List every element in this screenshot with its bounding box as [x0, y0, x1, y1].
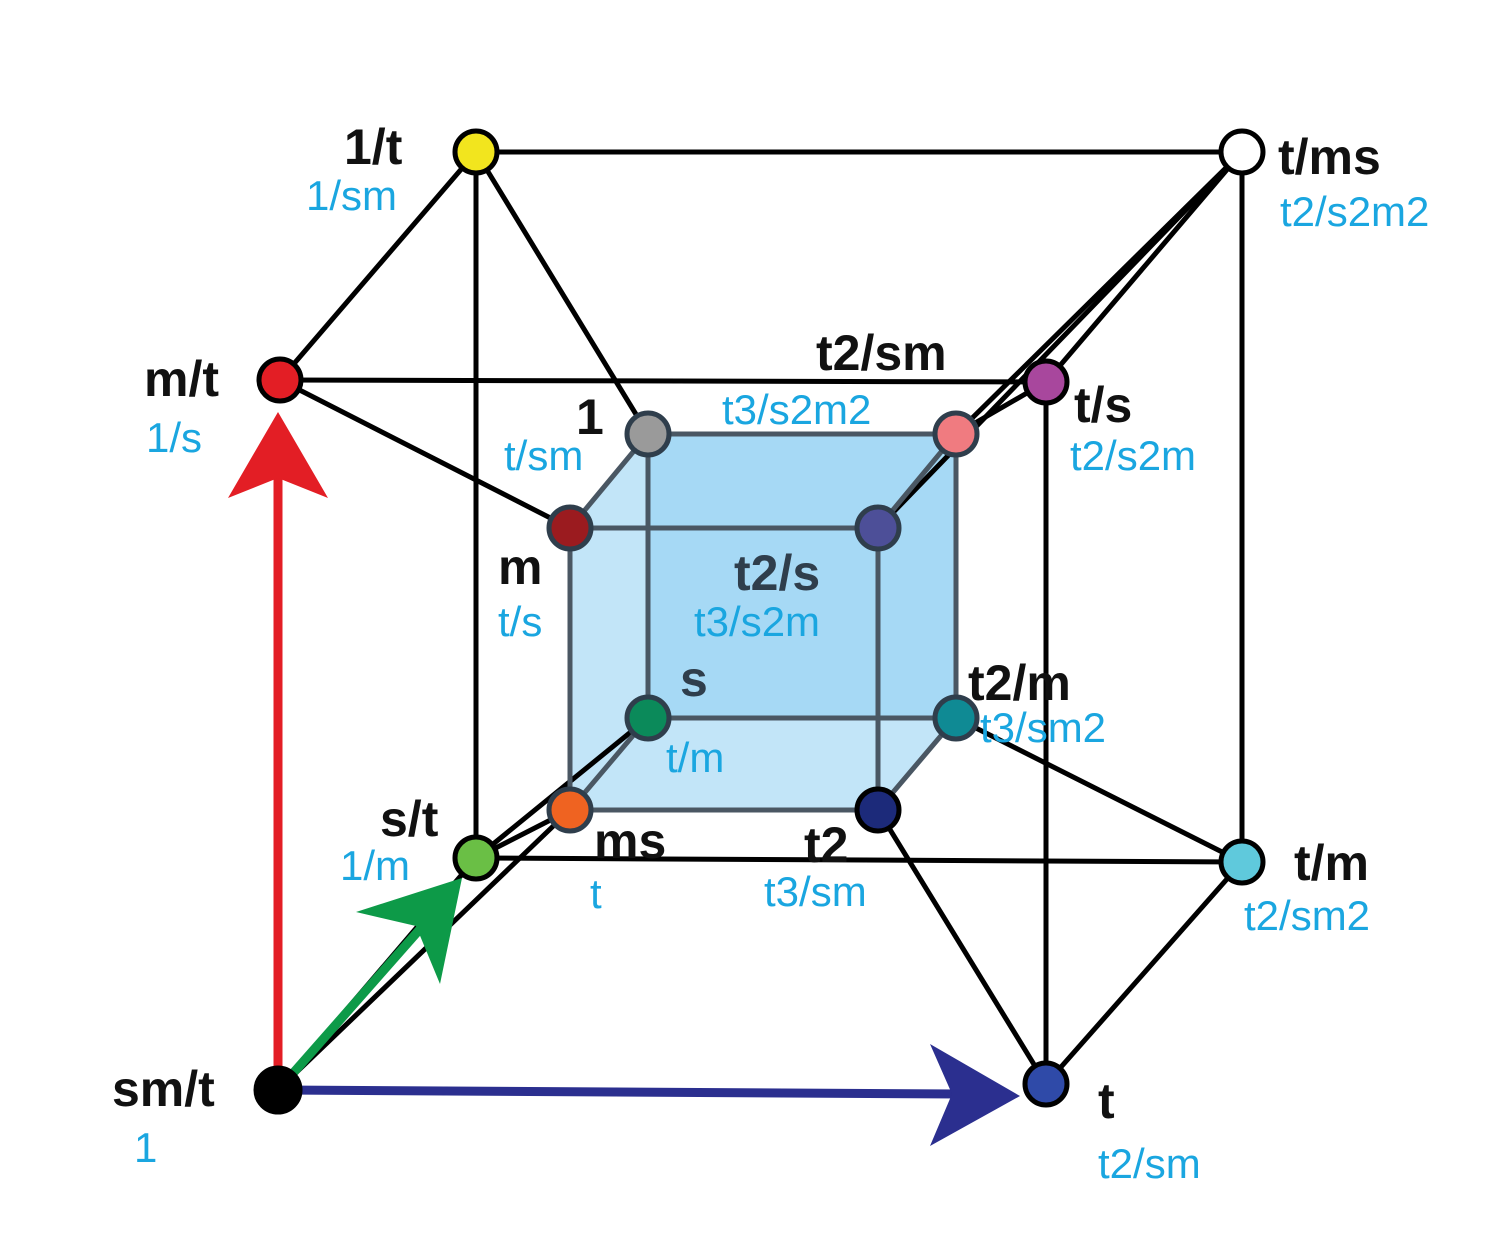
- inner-cube-top-face: [570, 434, 956, 528]
- edge-outer-back-bottom: [475, 855, 1243, 865]
- sublabel-outer-yz: 1/sm: [306, 172, 397, 219]
- label-inner-y: m: [498, 539, 542, 595]
- sublabel-outer-z: 1/m: [340, 842, 410, 889]
- label-inner-origin: ms: [594, 813, 666, 869]
- label-outer-xz: t/m: [1294, 835, 1369, 891]
- edge-conn-xyz-b: [876, 150, 1244, 530]
- edge-outer-front-top: [279, 377, 1047, 385]
- sublabel-inner-xyz: t3/s2m2: [722, 386, 871, 433]
- label-inner-yz: 1: [576, 389, 604, 445]
- vertices: [253, 128, 1266, 1115]
- sublabel-origin: 1: [134, 1124, 157, 1171]
- connector-edges: [276, 150, 1244, 1092]
- y-axis-arrowhead: [228, 412, 328, 498]
- edge-conn-xz: [954, 715, 1244, 865]
- label-inner-x: t2: [804, 817, 848, 873]
- label-outer-y: m/t: [144, 351, 219, 407]
- label-outer-z: s/t: [380, 791, 439, 847]
- edge-outer-diag-br: [1044, 860, 1244, 1086]
- sublabel-outer-y: 1/s: [146, 414, 202, 461]
- edge-conn-y: [278, 377, 572, 531]
- vertex-outer-x: [1022, 1060, 1070, 1108]
- vertex-inner-origin: [546, 786, 594, 834]
- vertex-inner-z: [624, 694, 672, 742]
- sublabel-inner-y: t/s: [498, 598, 542, 645]
- vertex-outer-xyz: [1218, 128, 1266, 176]
- label-origin: sm/t: [112, 1061, 215, 1117]
- edge-conn-origin: [276, 808, 572, 1092]
- axis-arrows: [228, 412, 1020, 1146]
- vertex-outer-y: [256, 356, 304, 404]
- vertex-inner-y: [546, 504, 594, 552]
- vertex-outer-yz: [452, 128, 500, 176]
- label-inner-xz: t2/m: [968, 655, 1071, 711]
- x-axis-arrow-shaft: [281, 1085, 961, 1099]
- sublabel-inner-xy: t3/s2m: [694, 598, 820, 645]
- sublabel-outer-xyz: t2/s2m2: [1280, 188, 1429, 235]
- sublabel-inner-yz: t/sm: [504, 432, 583, 479]
- sublabel-outer-x: t2/sm: [1098, 1140, 1201, 1187]
- edge-conn-x: [875, 808, 1049, 1086]
- x-axis-arrowhead: [930, 1044, 1020, 1146]
- vertex-inner-xz: [932, 694, 980, 742]
- vertex-labels: sm/t 1 t t2/sm m/t 1/s s/t 1/m 1/t 1/sm …: [112, 119, 1429, 1187]
- label-outer-xy: t/s: [1074, 377, 1132, 433]
- label-inner-z: s: [680, 651, 708, 707]
- sublabel-inner-xz: t3/sm2: [980, 704, 1106, 751]
- z-axis-arrow-shaft: [276, 917, 432, 1091]
- vertex-origin: [253, 1065, 303, 1115]
- sublabel-inner-z: t/m: [666, 734, 724, 781]
- label-outer-xyz: t/ms: [1278, 129, 1381, 185]
- edge-outer-diag-tr: [1044, 150, 1244, 384]
- vertex-outer-z: [452, 834, 500, 882]
- vertex-inner-yz: [624, 410, 672, 458]
- vertex-inner-xy: [854, 504, 902, 552]
- sublabel-outer-xy: t2/s2m: [1070, 432, 1196, 479]
- vertex-inner-x: [854, 786, 902, 834]
- edge-outer-diag-tl: [278, 150, 478, 382]
- edge-conn-yz: [473, 150, 651, 436]
- sublabel-inner-origin: t: [590, 870, 602, 917]
- label-inner-xy: t2/s: [734, 545, 820, 601]
- vertex-outer-xy: [1022, 358, 1070, 406]
- label-inner-xyz: t2/sm: [816, 325, 947, 381]
- sublabel-outer-xz: t2/sm2: [1244, 892, 1370, 939]
- label-outer-x: t: [1098, 1073, 1115, 1129]
- label-outer-yz: 1/t: [344, 119, 403, 175]
- vertex-inner-xyz: [932, 410, 980, 458]
- vertex-outer-xz: [1218, 838, 1266, 886]
- sublabel-inner-x: t3/sm: [764, 868, 867, 915]
- z-axis-arrowhead: [356, 878, 462, 984]
